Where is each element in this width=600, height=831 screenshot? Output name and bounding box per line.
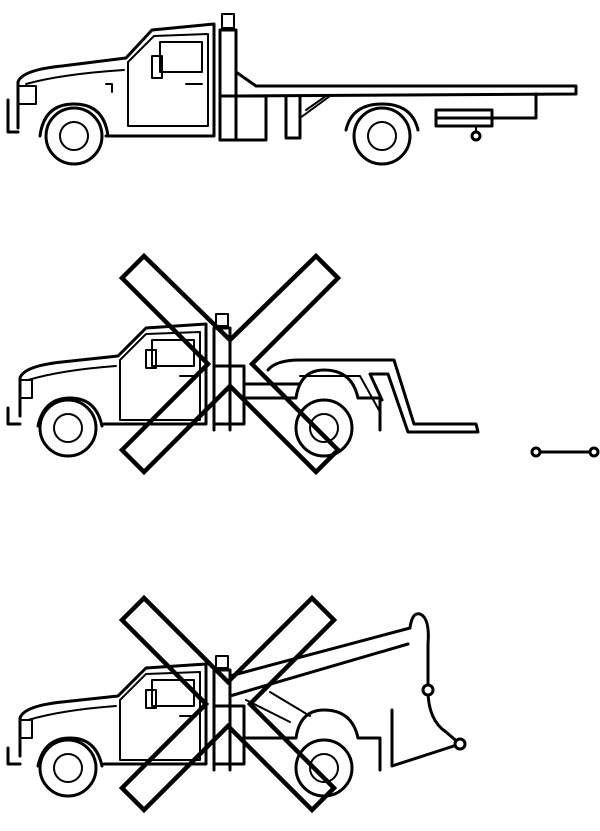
rear-wheel	[294, 398, 354, 458]
prohibited-cross-mark	[118, 252, 342, 476]
prohibited-cross-mark	[118, 594, 338, 814]
sling-tow-truck-panel	[6, 594, 467, 814]
flatbed-truck	[6, 13, 578, 166]
sling-tow-truck	[6, 612, 467, 798]
wheel-lift-truck-panel	[6, 252, 600, 476]
flatbed-truck-panel	[6, 13, 578, 166]
front-wheel	[38, 738, 98, 798]
wheel-lift-truck	[6, 313, 600, 458]
front-wheel	[44, 106, 104, 166]
rear-wheel	[294, 738, 354, 798]
front-wheel	[38, 398, 98, 458]
tow-bar-pin	[530, 446, 600, 458]
rear-wheel	[352, 106, 412, 166]
